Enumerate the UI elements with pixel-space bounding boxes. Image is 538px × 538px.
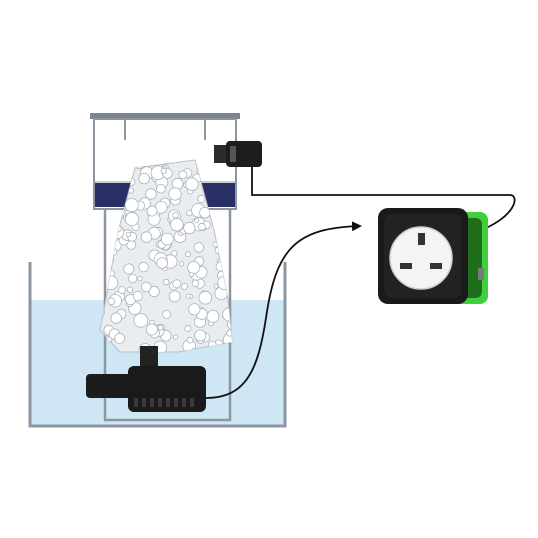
bubble <box>172 211 179 219</box>
bubble <box>163 278 170 286</box>
bubble <box>108 252 114 258</box>
bubble <box>168 290 181 303</box>
bubble <box>110 216 121 227</box>
bubble <box>184 251 191 258</box>
bubble <box>106 241 115 251</box>
bubble <box>109 214 119 224</box>
bubble <box>107 224 113 230</box>
bubble <box>132 290 143 302</box>
bubble <box>194 218 200 224</box>
bubble <box>185 177 199 191</box>
bubble <box>100 223 105 234</box>
bubble <box>114 332 126 344</box>
bubble <box>162 309 172 319</box>
bubble <box>215 221 223 230</box>
bubble <box>118 286 126 295</box>
bubble <box>107 297 116 306</box>
bubble <box>184 324 192 332</box>
bubble <box>194 329 207 342</box>
bubble <box>110 224 125 239</box>
bubble <box>178 261 185 267</box>
bubble <box>128 273 138 284</box>
skimmer-body <box>103 170 232 422</box>
bubble <box>160 167 167 174</box>
bubble <box>197 222 206 231</box>
bubble <box>160 232 174 246</box>
bubble <box>110 219 117 226</box>
bubble <box>133 313 149 328</box>
bubble <box>198 290 213 305</box>
bubble <box>126 286 134 293</box>
bubble <box>170 217 184 232</box>
bubble <box>220 210 232 225</box>
bubble <box>188 271 194 278</box>
bubble <box>226 275 232 289</box>
bubble <box>145 323 158 336</box>
bubble <box>193 242 205 253</box>
level-sensor <box>214 141 262 167</box>
bubble <box>197 194 206 203</box>
bubble <box>145 188 157 200</box>
bubble <box>146 205 158 217</box>
bubble <box>191 279 200 287</box>
bubble <box>206 309 220 323</box>
bubble <box>138 172 151 185</box>
bubble <box>100 248 103 259</box>
bubble <box>140 281 152 293</box>
sump-tank <box>28 262 287 428</box>
uk-socket <box>389 226 453 290</box>
bubble <box>137 275 143 282</box>
bubble <box>123 263 135 275</box>
bubble <box>124 198 139 213</box>
bubble <box>156 257 168 269</box>
bubble <box>172 334 178 340</box>
bubble <box>187 260 201 274</box>
smart-plug <box>378 208 488 304</box>
sensor-cable <box>251 167 516 233</box>
bubble <box>105 213 115 223</box>
bubble <box>183 221 196 235</box>
bubble <box>178 170 188 180</box>
bubble <box>172 279 182 289</box>
bubble <box>140 231 153 243</box>
pump <box>86 346 206 412</box>
bubble <box>100 276 102 283</box>
bubble <box>138 261 149 273</box>
bubble <box>188 303 201 316</box>
bubble <box>181 282 189 290</box>
bubble <box>108 247 118 257</box>
pump-cable <box>205 221 362 399</box>
bubble <box>186 336 194 344</box>
bubble <box>168 187 182 201</box>
bubble <box>157 324 164 331</box>
bubble <box>185 293 191 299</box>
bubble <box>125 212 140 227</box>
bubble <box>156 183 166 194</box>
bubble <box>110 312 122 324</box>
bubble <box>125 231 131 237</box>
bubble <box>215 261 226 272</box>
